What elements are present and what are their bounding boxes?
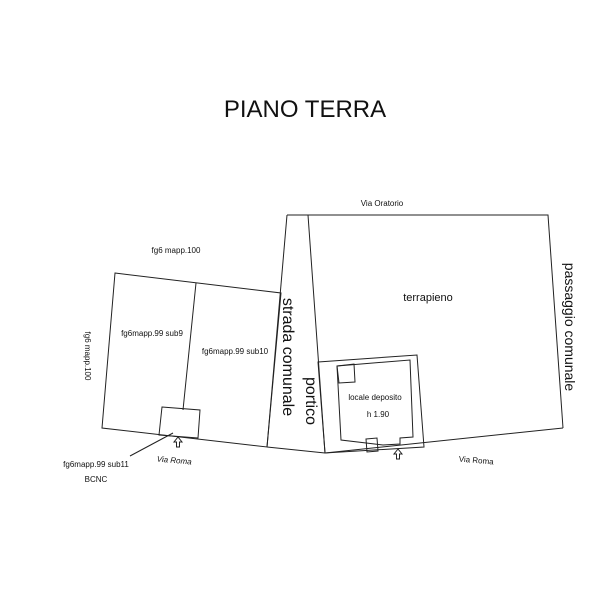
label-locale-deposito: locale deposito <box>348 393 402 402</box>
sub11-leader-line <box>129 432 174 457</box>
sub11-square <box>158 406 201 439</box>
label-portico: portico <box>302 377 319 425</box>
label-bcnc: BCNC <box>85 475 108 484</box>
label-via-roma-left: Via Roma <box>156 455 192 467</box>
label-sub11: fg6mapp.99 sub11 <box>63 460 129 469</box>
strada-left-edge <box>266 214 288 448</box>
label-fg6-mapp100-left: fg6 mapp.100 <box>83 332 92 381</box>
locale-deposito-outer <box>317 354 425 454</box>
label-sub9: fg6mapp.99 sub9 <box>121 329 183 338</box>
label-strada-comunale: strada comunale <box>279 298 296 416</box>
locale-deposito-inner <box>336 359 414 446</box>
label-via-oratorio: Via Oratorio <box>361 199 404 208</box>
label-passaggio-comunale: passaggio comunale <box>562 263 578 392</box>
corner-square <box>336 363 356 384</box>
plan-title: PIANO TERRA <box>224 96 386 123</box>
door-square <box>365 437 379 453</box>
label-fg6-mapp100-top: fg6 mapp.100 <box>152 246 201 255</box>
via-roma-edge <box>266 427 564 454</box>
label-height: h 1.90 <box>367 410 390 419</box>
entrance-arrow-icon <box>172 436 184 448</box>
terrapieno-outline <box>308 214 564 429</box>
label-sub10: fg6mapp.99 sub10 <box>202 347 269 356</box>
label-terrapieno: terrapieno <box>403 292 453 304</box>
entrance-arrow-icon <box>392 448 404 460</box>
left-parcel-outline <box>101 272 282 448</box>
label-via-roma-right: Via Roma <box>458 455 494 467</box>
sub9-sub10-divider <box>182 282 197 411</box>
